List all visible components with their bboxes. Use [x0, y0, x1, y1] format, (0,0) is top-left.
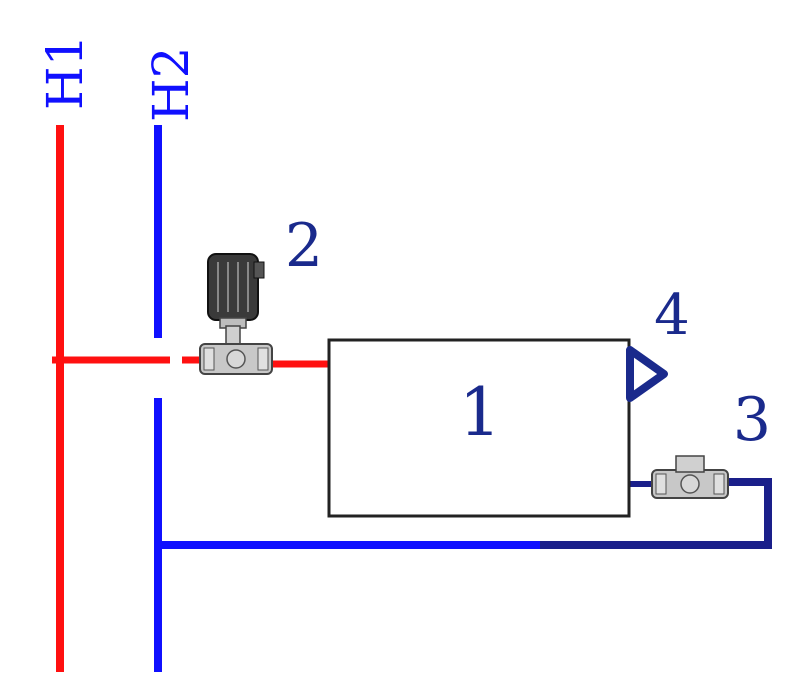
- motor-valve-label: 2: [285, 211, 323, 281]
- return-valve-label: 3: [733, 385, 771, 455]
- unit-label: 1: [459, 374, 501, 451]
- vent-triangle-icon: [626, 346, 668, 402]
- h2-label: H2: [142, 47, 200, 122]
- unit-box: [327, 338, 631, 518]
- return-branch-dark: [540, 478, 772, 549]
- motor-valve-icon: [199, 253, 273, 375]
- vent-label: 4: [654, 283, 690, 348]
- h1-label: H1: [36, 35, 94, 110]
- return-valve-icon: [651, 455, 729, 499]
